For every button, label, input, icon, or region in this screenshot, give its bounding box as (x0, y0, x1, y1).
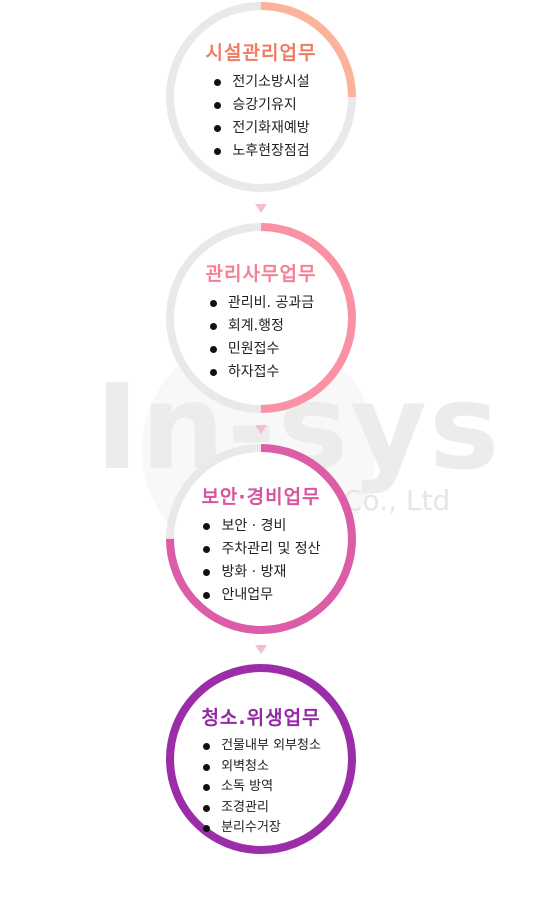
list-item-label: 주차관리 및 정산 (221, 541, 321, 557)
list-item: 외벽청소 (201, 757, 321, 778)
bullet-icon (203, 592, 211, 599)
arrow-down-icon (255, 425, 267, 434)
bullet-icon (203, 546, 211, 553)
list-item-label: 민원접수 (227, 341, 280, 357)
list-item: 전기화재예방 (212, 117, 310, 140)
list-item-label: 노후현장점검 (232, 143, 310, 159)
bullet-icon (203, 784, 211, 791)
stage-title: 시설관리업무 (205, 42, 317, 64)
list-item-label: 분리수거장 (221, 820, 281, 835)
list-item: 보안 · 경비 (201, 515, 320, 538)
stage-title: 청소.위생업무 (201, 707, 321, 729)
bullet-icon (203, 743, 211, 750)
bullet-icon (203, 523, 211, 530)
stage-item-list: 관리비. 공과금 회계.행정 민원접수 하자접수 (208, 292, 314, 384)
stage-office-management: 관리사무업무 관리비. 공과금 회계.행정 민원접수 하자접수 (169, 259, 353, 384)
list-item: 안내업무 (201, 584, 320, 607)
bullet-icon (203, 825, 211, 832)
bullet-icon (214, 79, 222, 86)
ring-progress-arc (166, 223, 356, 413)
stage-title: 보안·경비업무 (201, 486, 321, 508)
bullet-icon (214, 148, 222, 155)
stage-title: 관리사무업무 (205, 263, 317, 285)
stage-security: 보안·경비업무 보안 · 경비 주차관리 및 정산 방화 · 방재 안내업무 (169, 482, 353, 607)
list-item-label: 방화 · 방재 (221, 564, 287, 580)
list-item-label: 전기소방시설 (232, 74, 310, 90)
bullet-icon (209, 369, 217, 376)
watermark-subtitle: Co., Ltd (343, 484, 451, 517)
bullet-icon (209, 300, 217, 307)
list-item-label: 건물내부 외부청소 (221, 738, 321, 753)
list-item-label: 하자접수 (227, 364, 280, 380)
list-item: 회계.행정 (208, 315, 314, 338)
ring-progress-arc (166, 664, 356, 854)
ring-progress-arc (166, 444, 356, 634)
list-item: 주차관리 및 정산 (201, 538, 321, 561)
bullet-icon (209, 346, 217, 353)
arrow-down-icon (255, 645, 267, 654)
stage-item-list: 건물내부 외부청소 외벽청소 소독 방역 조경관리 분리수거장 (201, 736, 321, 839)
ring-progress-arc (166, 2, 356, 192)
bullet-icon (203, 763, 211, 771)
list-item: 건물내부 외부청소 (201, 736, 321, 757)
list-item: 방화 · 방재 (201, 561, 320, 584)
list-item: 조경관리 (201, 798, 321, 819)
stage-facility-management: 시설관리업무 전기소방시설 승강기유지 전기화재예방 노후현장점검 (169, 38, 353, 163)
bullet-icon (209, 323, 217, 330)
bullet-icon (214, 102, 222, 109)
list-item-label: 조경관리 (221, 799, 269, 815)
list-item: 분리수거장 (201, 818, 321, 839)
list-item-label: 전기화재예방 (232, 120, 310, 136)
list-item: 전기소방시설 (212, 71, 310, 94)
list-item-label: 소독 방역 (221, 779, 274, 794)
list-item: 관리비. 공과금 (208, 292, 314, 315)
list-item: 승강기유지 (212, 94, 309, 117)
bullet-icon (203, 804, 211, 812)
list-item-label: 관리비. 공과금 (227, 295, 315, 311)
list-item-label: 안내업무 (221, 587, 273, 603)
stage-cleaning: 청소.위생업무 건물내부 외부청소 외벽청소 소독 방역 조경관리 분리수거장 (169, 703, 353, 839)
list-item: 노후현장점검 (212, 140, 310, 163)
list-item-label: 보안 · 경비 (221, 518, 287, 534)
list-item: 하자접수 (208, 361, 314, 384)
list-item: 소독 방역 (201, 777, 321, 798)
list-item-label: 승강기유지 (232, 97, 297, 113)
stage-item-list: 전기소방시설 승강기유지 전기화재예방 노후현장점검 (212, 71, 310, 163)
stage-item-list: 보안 · 경비 주차관리 및 정산 방화 · 방재 안내업무 (201, 515, 321, 607)
list-item-label: 외벽청소 (221, 758, 269, 774)
list-item-label: 회계.행정 (227, 318, 284, 334)
arrow-down-icon (255, 204, 267, 213)
bullet-icon (214, 125, 222, 132)
bullet-icon (203, 569, 211, 576)
list-item: 민원접수 (208, 338, 314, 361)
